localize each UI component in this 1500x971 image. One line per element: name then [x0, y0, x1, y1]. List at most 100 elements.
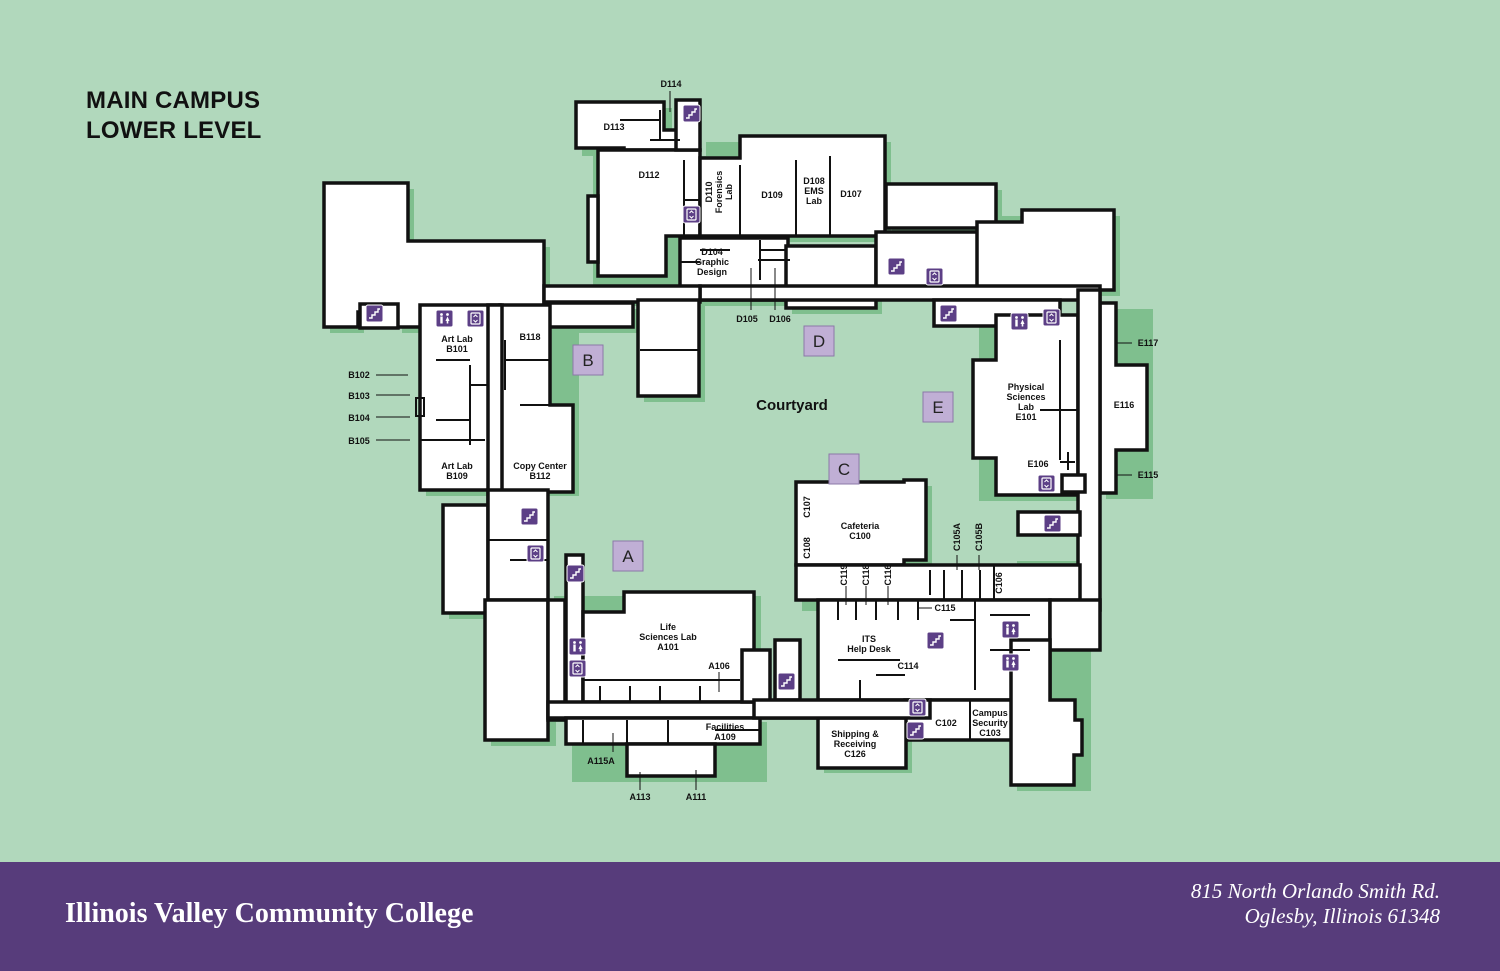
- svg-text:Cafeteria: Cafeteria: [841, 521, 881, 531]
- svg-text:Forensics: Forensics: [714, 171, 724, 214]
- svg-text:B109: B109: [446, 471, 468, 481]
- svg-text:A109: A109: [714, 732, 736, 742]
- room-b103: B103: [348, 391, 370, 401]
- room-c105a: C105A: [952, 522, 962, 551]
- svg-text:Campus: Campus: [972, 708, 1008, 718]
- elevator-icon: [682, 205, 701, 224]
- room-a113: A113: [629, 792, 650, 802]
- restroom-icon: [435, 309, 454, 328]
- svg-text:Design: Design: [697, 267, 727, 277]
- college-address: 815 North Orlando Smith Rd. Oglesby, Ill…: [1191, 879, 1440, 929]
- room-a111: A111: [686, 792, 707, 802]
- svg-text:Lab: Lab: [724, 184, 734, 201]
- svg-text:Copy Center: Copy Center: [513, 461, 567, 471]
- room-e101: Physical Sciences Lab E101: [1006, 382, 1045, 422]
- room-c126: Shipping & Receiving C126: [831, 729, 879, 759]
- svg-text:EMS: EMS: [804, 186, 824, 196]
- room-a106: A106: [708, 661, 730, 671]
- stairs-icon: [939, 304, 958, 323]
- stairs-icon: [1043, 514, 1062, 533]
- elevator-icon: [466, 309, 485, 328]
- room-d110: D110 Forensics Lab: [704, 171, 734, 214]
- svg-text:C126: C126: [844, 749, 866, 759]
- building-badge-c: C: [828, 453, 860, 485]
- svg-text:ITS: ITS: [862, 634, 876, 644]
- room-d114: D114: [660, 79, 681, 89]
- room-c106: C106: [994, 572, 1004, 594]
- room-b109: Art Lab B109: [441, 461, 473, 481]
- stairs-icon: [682, 104, 701, 123]
- svg-text:B101: B101: [446, 344, 468, 354]
- svg-text:Help Desk: Help Desk: [847, 644, 892, 654]
- svg-text:C103: C103: [979, 728, 1001, 738]
- room-e116: E116: [1114, 400, 1135, 410]
- room-c118: C118: [861, 564, 871, 585]
- restroom-icon: [1001, 620, 1020, 639]
- room-c100: Cafeteria C100: [841, 521, 881, 541]
- svg-text:Sciences: Sciences: [1006, 392, 1045, 402]
- address-line1: 815 North Orlando Smith Rd.: [1190, 879, 1440, 903]
- room-d105: D105: [736, 314, 758, 324]
- room-d109: D109: [761, 190, 783, 200]
- svg-text:Shipping &: Shipping &: [831, 729, 879, 739]
- restroom-icon: [568, 637, 587, 656]
- interior-walls: [415, 110, 1078, 744]
- svg-text:E: E: [932, 398, 943, 417]
- restroom-icon: [1010, 312, 1029, 331]
- room-b112: Copy Center B112: [513, 461, 567, 481]
- map-title: MAIN CAMPUS LOWER LEVEL: [86, 86, 262, 146]
- svg-text:C100: C100: [849, 531, 871, 541]
- room-b118: B118: [519, 332, 540, 342]
- svg-text:C: C: [838, 460, 850, 479]
- elevator-icon: [908, 698, 927, 717]
- svg-text:A101: A101: [657, 642, 679, 652]
- room-c115: C115: [934, 603, 955, 613]
- room-c119: C119: [839, 564, 849, 585]
- leader-lines: [376, 91, 1132, 790]
- stairs-icon: [365, 304, 384, 323]
- footer-bar: Illinois Valley Community College 815 No…: [0, 862, 1500, 971]
- room-c103: Campus Security C103: [972, 708, 1008, 738]
- svg-text:D110: D110: [704, 181, 714, 202]
- svg-text:Lab: Lab: [1018, 402, 1035, 412]
- room-e106: E106: [1027, 459, 1048, 469]
- room-d106: D106: [769, 314, 791, 324]
- svg-text:Art Lab: Art Lab: [441, 461, 473, 471]
- room-c102: C102: [935, 718, 957, 728]
- map-title-line2: LOWER LEVEL: [86, 117, 262, 144]
- svg-text:Life: Life: [660, 622, 676, 632]
- room-d107: D107: [840, 189, 862, 199]
- room-its-help-desk: ITS Help Desk: [847, 634, 892, 654]
- svg-text:E101: E101: [1015, 412, 1036, 422]
- stairs-icon: [906, 721, 925, 740]
- room-c108: C108: [802, 537, 812, 559]
- svg-text:Facilities: Facilities: [706, 722, 745, 732]
- room-a101: Life Sciences Lab A101: [639, 622, 697, 652]
- courtyard-label: Courtyard: [756, 397, 828, 414]
- college-name: Illinois Valley Community College: [65, 898, 474, 929]
- stairs-icon: [566, 564, 585, 583]
- room-e115: E115: [1138, 470, 1159, 480]
- restroom-icon: [1001, 653, 1020, 672]
- svg-text:Graphic: Graphic: [695, 257, 729, 267]
- map-title-line1: MAIN CAMPUS: [86, 87, 261, 114]
- elevator-icon: [925, 267, 944, 286]
- building-badge-a: A: [612, 540, 644, 572]
- elevator-icon: [568, 659, 587, 678]
- room-d112: D112: [638, 170, 659, 180]
- svg-text:Lab: Lab: [806, 196, 823, 206]
- svg-text:Receiving: Receiving: [834, 739, 877, 749]
- campus-map: MAIN CAMPUS LOWER LEVEL: [86, 79, 1158, 802]
- room-b101: Art Lab B101: [441, 334, 473, 354]
- stairs-icon: [777, 672, 796, 691]
- room-c114: C114: [897, 661, 918, 671]
- room-a109: Facilities A109: [706, 722, 745, 742]
- room-b102: B102: [348, 370, 370, 380]
- room-c107: C107: [802, 496, 812, 518]
- stairs-icon: [520, 507, 539, 526]
- svg-text:Security: Security: [972, 718, 1008, 728]
- svg-text:D104: D104: [701, 247, 723, 257]
- building-badges: B D E C A: [572, 325, 954, 572]
- room-b104: B104: [348, 413, 370, 423]
- room-labels: D114 D113 D112 D110 Forensics Lab D109 D…: [348, 79, 1158, 802]
